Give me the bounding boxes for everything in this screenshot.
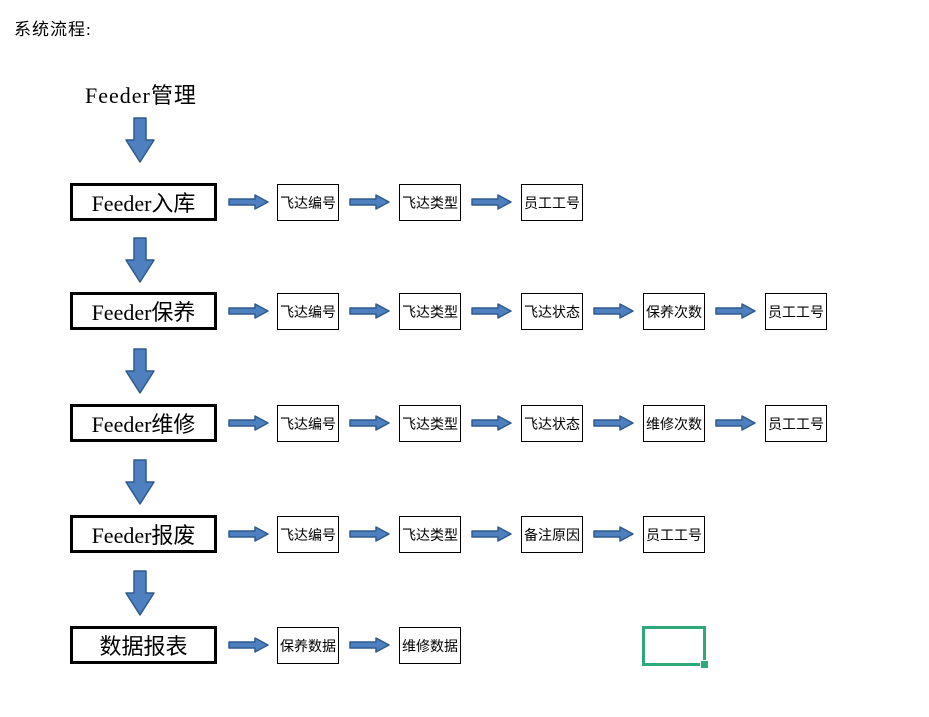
flow-item-label: 飞达类型 <box>402 305 458 321</box>
right-arrow-icon[interactable] <box>715 415 756 431</box>
right-arrow-icon[interactable] <box>349 194 390 210</box>
flow-item-box[interactable]: 员工工号 <box>521 184 583 221</box>
feeder-repair-box[interactable]: Feeder维修 <box>70 404 217 442</box>
down-arrow-icon[interactable] <box>125 570 155 616</box>
main-box-label: Feeder保养 <box>91 300 196 325</box>
flow-item-box[interactable]: 飞达编号 <box>277 516 339 553</box>
flow-item-box[interactable]: 飞达编号 <box>277 184 339 221</box>
flow-item-box[interactable]: 飞达编号 <box>277 293 339 330</box>
main-box-label: Feeder维修 <box>91 412 196 437</box>
main-box-label: Feeder报废 <box>91 523 196 548</box>
flow-item-label: 员工工号 <box>768 305 824 321</box>
right-arrow-icon[interactable] <box>228 526 269 542</box>
flow-item-box[interactable]: 保养数据 <box>277 627 339 664</box>
selected-cell[interactable] <box>642 626 709 669</box>
flow-item-label: 飞达编号 <box>280 305 336 321</box>
flow-item-label: 飞达编号 <box>280 528 336 544</box>
flow-item-box[interactable]: 飞达类型 <box>399 293 461 330</box>
down-arrow-icon[interactable] <box>125 348 155 394</box>
feeder-inbound-box[interactable]: Feeder入库 <box>70 183 217 221</box>
page-title: 系统流程: <box>14 20 92 39</box>
right-arrow-icon[interactable] <box>349 415 390 431</box>
feeder-management-title-label: Feeder管理 <box>85 83 197 108</box>
flow-item-label: 飞达类型 <box>402 417 458 433</box>
flow-item-label: 飞达类型 <box>402 196 458 212</box>
flow-item-box[interactable]: 飞达类型 <box>399 405 461 442</box>
right-arrow-icon[interactable] <box>349 303 390 319</box>
flow-item-box[interactable]: 飞达类型 <box>399 516 461 553</box>
right-arrow-icon[interactable] <box>593 526 634 542</box>
flow-item-label: 飞达编号 <box>280 417 336 433</box>
feeder-scrap-box[interactable]: Feeder报废 <box>70 515 217 553</box>
right-arrow-icon[interactable] <box>471 194 512 210</box>
flow-item-box[interactable]: 飞达类型 <box>399 184 461 221</box>
flow-item-label: 飞达状态 <box>524 417 580 433</box>
flow-item-box[interactable]: 保养次数 <box>643 293 705 330</box>
right-arrow-icon[interactable] <box>593 415 634 431</box>
feeder-maintenance-box[interactable]: Feeder保养 <box>70 292 217 330</box>
flow-item-box[interactable]: 员工工号 <box>765 405 827 442</box>
right-arrow-icon[interactable] <box>349 526 390 542</box>
flow-item-box[interactable]: 飞达编号 <box>277 405 339 442</box>
flow-item-box[interactable]: 飞达状态 <box>521 293 583 330</box>
flow-item-box[interactable]: 备注原因 <box>521 516 583 553</box>
right-arrow-icon[interactable] <box>593 303 634 319</box>
flow-item-label: 保养次数 <box>646 305 702 321</box>
right-arrow-icon[interactable] <box>471 526 512 542</box>
right-arrow-icon[interactable] <box>228 303 269 319</box>
down-arrow-icon[interactable] <box>125 459 155 505</box>
right-arrow-icon[interactable] <box>228 637 269 653</box>
flow-item-label: 备注原因 <box>524 528 580 544</box>
flow-item-box[interactable]: 维修数据 <box>399 627 461 664</box>
main-box-label: 数据报表 <box>99 634 188 659</box>
flow-item-label: 员工工号 <box>646 528 702 544</box>
flow-item-label: 员工工号 <box>768 417 824 433</box>
flow-item-label: 维修次数 <box>646 417 702 433</box>
flow-item-box[interactable]: 维修次数 <box>643 405 705 442</box>
flow-item-label: 员工工号 <box>524 196 580 212</box>
data-report-box[interactable]: 数据报表 <box>70 626 217 664</box>
right-arrow-icon[interactable] <box>349 637 390 653</box>
right-arrow-icon[interactable] <box>228 415 269 431</box>
flow-item-box[interactable]: 飞达状态 <box>521 405 583 442</box>
flow-item-box[interactable]: 员工工号 <box>765 293 827 330</box>
flow-item-label: 维修数据 <box>402 639 458 655</box>
flow-item-label: 保养数据 <box>280 639 336 655</box>
flow-item-label: 飞达状态 <box>524 305 580 321</box>
right-arrow-icon[interactable] <box>471 415 512 431</box>
down-arrow-icon[interactable] <box>125 117 155 163</box>
right-arrow-icon[interactable] <box>228 194 269 210</box>
feeder-management-title[interactable]: Feeder管理 <box>85 78 197 110</box>
fill-handle[interactable] <box>700 660 709 669</box>
flow-item-label: 飞达类型 <box>402 528 458 544</box>
flow-item-box[interactable]: 员工工号 <box>643 516 705 553</box>
main-box-label: Feeder入库 <box>91 191 196 216</box>
right-arrow-icon[interactable] <box>715 303 756 319</box>
flow-item-label: 飞达编号 <box>280 196 336 212</box>
down-arrow-icon[interactable] <box>125 237 155 283</box>
right-arrow-icon[interactable] <box>471 303 512 319</box>
